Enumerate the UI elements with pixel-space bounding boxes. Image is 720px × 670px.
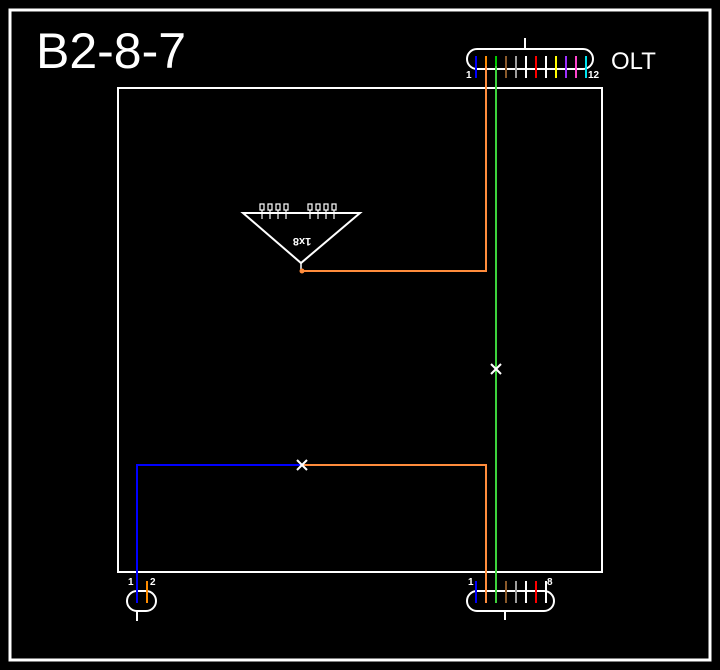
splitter-label: 1x8 (293, 235, 311, 247)
top-pin-first: 1 (466, 70, 472, 81)
enclosure-box (117, 87, 603, 573)
splice-point-green[interactable] (490, 363, 502, 375)
drop-pin-last: 2 (150, 577, 156, 588)
fiber-blue-drop[interactable] (136, 464, 302, 603)
bottom-connector-body (466, 590, 555, 612)
splitter-port-2 (267, 203, 273, 211)
splitter-body (240, 212, 363, 265)
splitter-output-ports (259, 203, 337, 219)
fiber-orange-to-splitter[interactable] (302, 66, 487, 272)
drop-connector-body (126, 590, 157, 612)
bottom-cable-connector[interactable]: 1 8 (466, 577, 555, 620)
splice-point-drop[interactable] (296, 459, 308, 471)
splitter-input-port[interactable] (299, 268, 305, 274)
splitter-port-8 (331, 203, 337, 211)
top-connector-body (466, 48, 594, 70)
splitter-port-5 (307, 203, 313, 211)
drop-cable-connector[interactable]: 1 2 (126, 577, 157, 621)
bottom-pin-first: 1 (468, 577, 474, 588)
splitter-port-6 (315, 203, 321, 211)
olt-label: OLT (611, 48, 656, 75)
top-fiber-ticks (475, 56, 587, 78)
outer-frame (8, 8, 712, 662)
splitter-port-3 (275, 203, 281, 211)
splitter-1x8[interactable]: 1x8 (240, 203, 363, 274)
splitter-port-4 (283, 203, 289, 211)
drop-pin-first: 1 (128, 577, 134, 588)
splitter-port-1 (259, 203, 265, 211)
top-pin-last: 12 (588, 70, 600, 81)
bottom-pin-last: 8 (547, 577, 553, 588)
splitter-port-7 (323, 203, 329, 211)
fiber-orange-bottom[interactable] (302, 464, 487, 603)
diagram-title: B2-8-7 (36, 23, 186, 79)
